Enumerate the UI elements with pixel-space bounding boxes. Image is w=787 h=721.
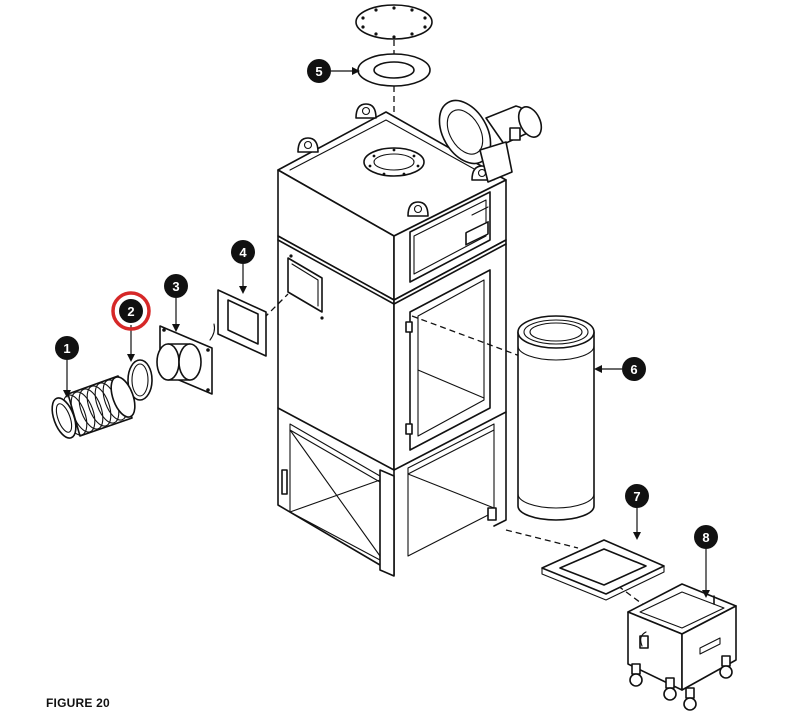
dust-collector-cabinet bbox=[277, 99, 543, 577]
callout-7-label: 7 bbox=[633, 489, 640, 504]
callout-7: 7 bbox=[625, 484, 649, 508]
callout-4-label: 4 bbox=[239, 245, 247, 260]
callout-3-label: 3 bbox=[172, 279, 179, 294]
hose-clamp-ring bbox=[127, 359, 153, 401]
callout-6: 6 bbox=[622, 357, 646, 381]
callout-8-label: 8 bbox=[702, 530, 709, 545]
callout-2-label: 2 bbox=[127, 304, 134, 319]
assembly-line-inlet bbox=[263, 293, 289, 319]
callout-6-label: 6 bbox=[630, 362, 637, 377]
callout-2: 2 bbox=[111, 291, 151, 331]
assembly-line-tray bbox=[505, 529, 579, 549]
inlet-collar bbox=[156, 323, 216, 395]
tray-gasket-frame bbox=[541, 539, 665, 601]
callout-2-highlight-ring bbox=[111, 291, 151, 331]
cartridge-filter bbox=[517, 315, 595, 521]
assembly-line-filter bbox=[411, 315, 521, 357]
callout-5: 5 bbox=[307, 59, 331, 83]
callout-leaders bbox=[63, 67, 710, 598]
callout-5-label: 5 bbox=[315, 64, 322, 79]
callout-1-label: 1 bbox=[63, 341, 70, 356]
top-flange-plate bbox=[355, 4, 433, 40]
figure-caption: FIGURE 20 bbox=[46, 696, 110, 710]
collection-bin bbox=[627, 583, 737, 711]
callout-4: 4 bbox=[231, 240, 255, 264]
callout-8: 8 bbox=[694, 525, 718, 549]
callout-1: 1 bbox=[55, 336, 79, 360]
inlet-gasket-frame bbox=[217, 289, 267, 357]
flexible-hose bbox=[51, 375, 136, 439]
top-gasket-ring bbox=[357, 53, 431, 87]
callout-3: 3 bbox=[164, 274, 188, 298]
